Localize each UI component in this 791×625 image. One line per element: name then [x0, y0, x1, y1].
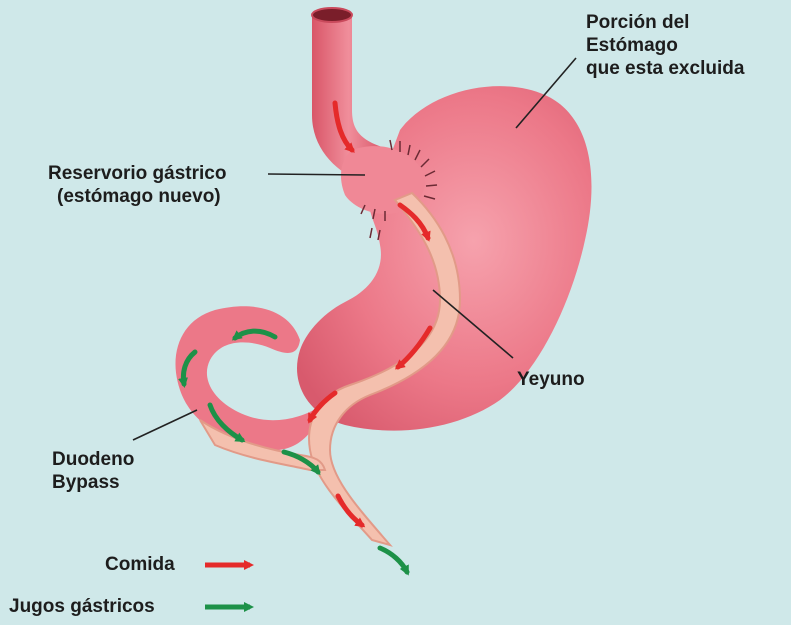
label-excluded-stomach: Porción del Estómago que esta excluida [586, 11, 744, 80]
label-jejunum: Yeyuno [517, 368, 585, 391]
label-line: que esta excluida [586, 57, 744, 80]
label-line: (estómago nuevo) [48, 185, 226, 208]
legend-gastric-juices-label: Jugos gástricos [9, 595, 155, 618]
legend-food-label: Comida [105, 553, 175, 576]
juice-arrow [380, 548, 407, 572]
label-line: Estómago [586, 34, 744, 57]
label-gastric-pouch: Reservorio gástrico (estómago nuevo) [48, 162, 226, 208]
label-line: Porción del [586, 11, 744, 34]
label-duodenum: Duodeno Bypass [52, 448, 134, 494]
label-line: Bypass [52, 471, 134, 494]
label-line: Duodeno [52, 448, 134, 471]
label-line: Reservorio gástrico [48, 162, 226, 185]
